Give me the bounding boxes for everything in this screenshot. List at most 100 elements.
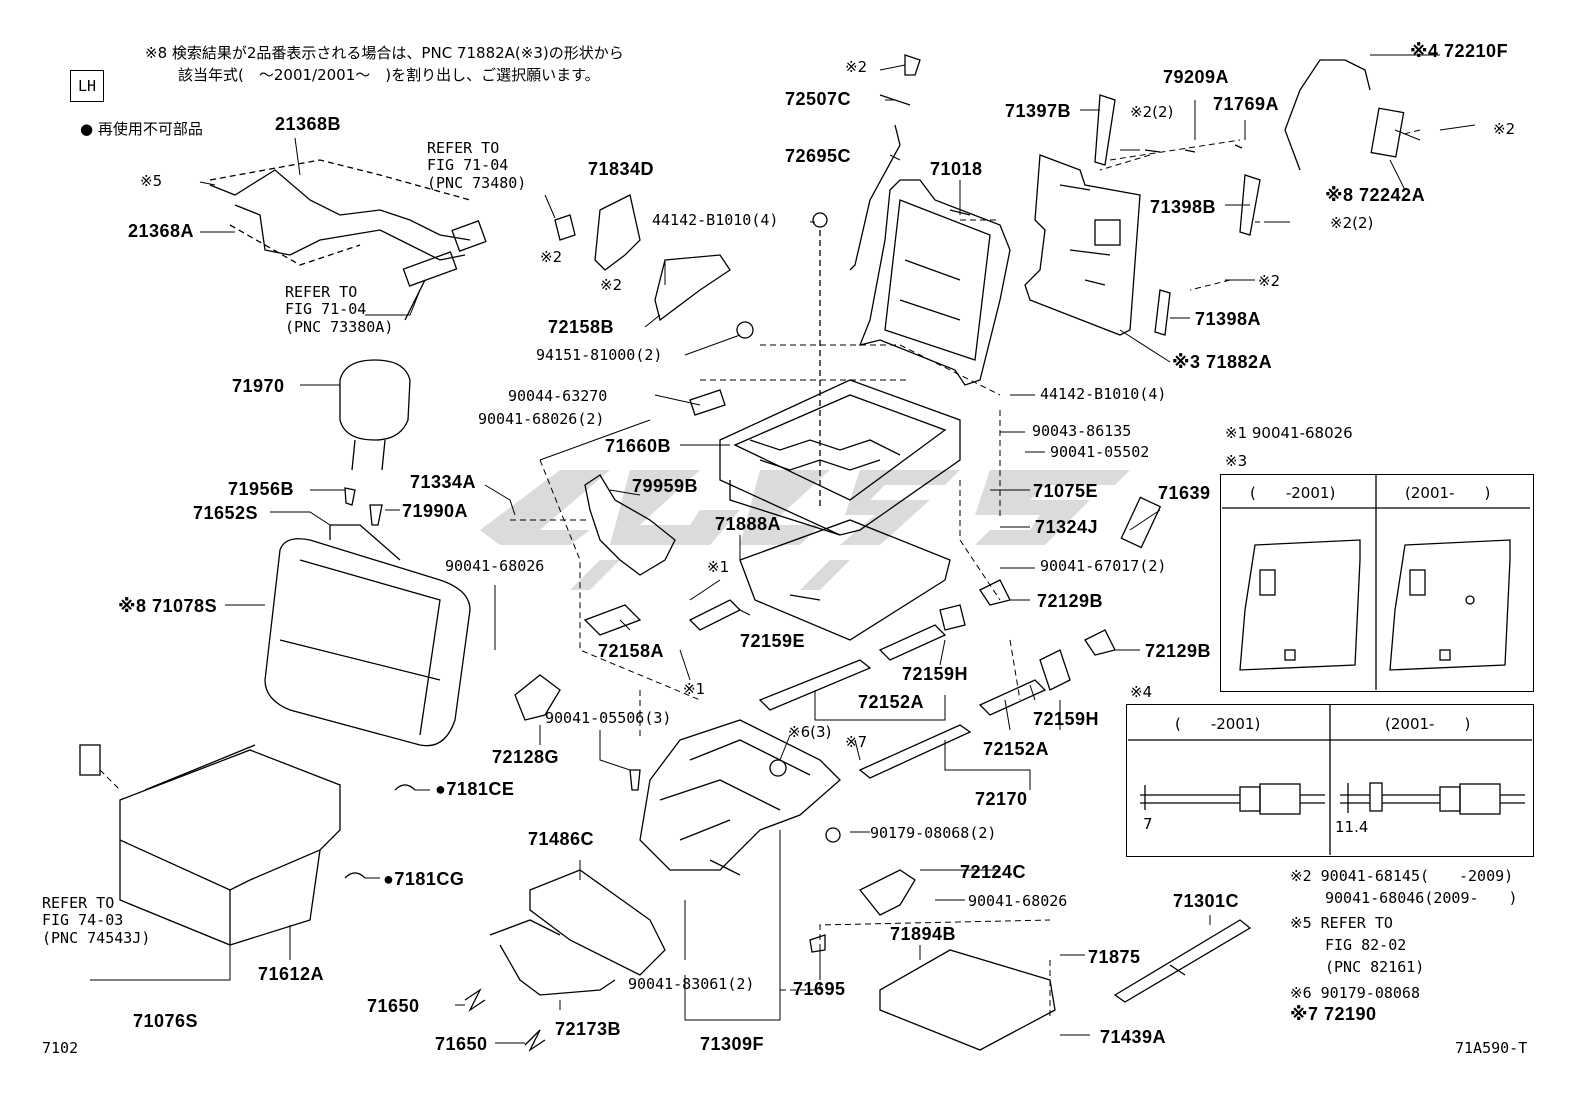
part-label[interactable]: 90041-68026(2)	[478, 410, 605, 428]
part-label[interactable]: 72128G	[492, 747, 560, 767]
part-label[interactable]: 71612A	[258, 964, 325, 984]
part-label[interactable]: 72158B	[548, 317, 615, 337]
part-label[interactable]: 44142-B1010(4)	[652, 211, 779, 229]
bracket-71695	[809, 934, 826, 953]
part-label[interactable]: 72159H	[1033, 709, 1100, 729]
part-label[interactable]: 79959B	[632, 476, 699, 496]
part-label[interactable]: 71397B	[1005, 101, 1072, 121]
part-label[interactable]: ●7181CE	[435, 779, 515, 799]
legend-box-72210F	[1126, 704, 1534, 857]
part-label[interactable]: 21368A	[128, 221, 195, 241]
part-label[interactable]: 71652S	[193, 503, 259, 523]
part-label[interactable]: 90043-86135	[1032, 422, 1132, 440]
seat-frame-71660B	[689, 379, 961, 536]
part-label[interactable]: 71695	[793, 979, 846, 999]
note-ref: ※2(2)	[1330, 214, 1374, 232]
part-label[interactable]: 72159E	[740, 631, 806, 651]
note-ref: ※2	[1493, 120, 1516, 138]
part-label[interactable]: 71639	[1158, 483, 1211, 503]
part-label[interactable]: 44142-B1010(4)	[1040, 385, 1167, 403]
part-label[interactable]: 71309F	[700, 1034, 765, 1054]
part-label[interactable]: 71875	[1088, 947, 1141, 967]
part-label[interactable]: 90041-68026	[968, 892, 1068, 910]
hook-7181CE	[394, 784, 416, 791]
ref-line: (PNC 74543J)	[42, 928, 151, 947]
seatback-cover-71078S	[264, 524, 471, 747]
part-label[interactable]: 71834D	[588, 159, 655, 179]
legend-dim: 11.4	[1335, 818, 1369, 836]
ref-line: FIG 71-04	[427, 156, 509, 175]
note8-line2: 該当年式( ～2001/2001～ )を割り出し、ご選択願います。	[178, 66, 600, 84]
part-label[interactable]: 72129B	[1037, 591, 1104, 611]
part-label[interactable]: 71301C	[1173, 891, 1240, 911]
part-label[interactable]: 71660B	[605, 436, 672, 456]
part-label[interactable]: 79209A	[1163, 67, 1230, 87]
seat-base-71309F	[629, 719, 841, 876]
seatbelt-harness-21368	[209, 159, 487, 321]
legend-box-71882A	[1220, 474, 1534, 692]
page-number: 7102	[42, 1039, 79, 1057]
part-label[interactable]: 21368B	[275, 114, 342, 134]
hook-7181CG	[344, 872, 366, 879]
part-label[interactable]: ※3 71882A	[1172, 352, 1273, 372]
legend-note2b: 90041-68046(2009- )	[1325, 889, 1518, 907]
part-label[interactable]: 72152A	[983, 739, 1050, 759]
note-ref: ※1	[683, 680, 706, 698]
part-label[interactable]: ●7181CG	[383, 869, 465, 889]
part-label[interactable]: 71398B	[1150, 197, 1217, 217]
part-label[interactable]: 90041-83061(2)	[628, 975, 755, 993]
part-label[interactable]: 71076S	[133, 1011, 199, 1031]
part-label[interactable]: 71894B	[890, 924, 957, 944]
part-label[interactable]: 71769A	[1213, 94, 1280, 114]
part-label[interactable]: 90044-63270	[508, 387, 608, 405]
part-label[interactable]: 90179-08068(2)	[870, 824, 997, 842]
part-label[interactable]: ※4 72210F	[1410, 41, 1509, 61]
part-label[interactable]: 90041-67017(2)	[1040, 557, 1167, 575]
bracket-72158A	[583, 604, 642, 636]
dashed-lines	[99, 129, 1421, 1020]
legend-note5c: (PNC 82161)	[1325, 958, 1425, 976]
part-label[interactable]: 71075E	[1033, 481, 1099, 501]
note-ref: ※7	[845, 733, 868, 751]
part-label[interactable]: 71486C	[528, 829, 595, 849]
part-label[interactable]: 71956B	[228, 479, 295, 499]
part-label[interactable]: 72158A	[598, 641, 665, 661]
part-label[interactable]: 71990A	[402, 501, 469, 521]
part-label[interactable]: 90041-68026	[445, 557, 545, 575]
part-label[interactable]: ※8 72242A	[1325, 185, 1426, 205]
part-label[interactable]: 72695C	[785, 146, 852, 166]
bracket-71639	[1120, 496, 1162, 549]
part-label[interactable]: 71650	[367, 996, 420, 1016]
part-label[interactable]: 72124C	[960, 862, 1027, 882]
part-label[interactable]: 71398A	[1195, 309, 1262, 329]
part-label[interactable]: 72173B	[555, 1019, 622, 1039]
part-label[interactable]: 72152A	[858, 692, 925, 712]
strap-71301C-detail	[1169, 964, 1186, 976]
part-label[interactable]: 71650	[435, 1034, 488, 1054]
part-label[interactable]: 72129B	[1145, 641, 1212, 661]
part-label[interactable]: 72170	[975, 789, 1028, 809]
part-71834D	[554, 194, 731, 322]
seat-rails	[758, 624, 1047, 779]
part-label[interactable]: 72507C	[785, 89, 852, 109]
part-label[interactable]: 71970	[232, 376, 285, 396]
part-label[interactable]: 72159H	[902, 664, 969, 684]
legend-col: ( -2001)	[1250, 484, 1336, 502]
legend-note5b: FIG 82-02	[1325, 936, 1407, 954]
part-label[interactable]: 71439A	[1100, 1027, 1167, 1047]
legend-dim: 7	[1143, 815, 1153, 833]
part-label[interactable]: 94151-81000(2)	[536, 346, 663, 364]
part-label[interactable]: 90041-05502	[1050, 443, 1150, 461]
part-label[interactable]: 71324J	[1035, 517, 1099, 537]
bracket-72159H	[1039, 649, 1071, 691]
cover-71486C	[529, 869, 666, 976]
watermark-logo	[480, 470, 1130, 590]
clip-72129B-b	[1084, 629, 1116, 656]
part-label[interactable]: 71334A	[410, 472, 477, 492]
part-label[interactable]: 90041-05506(3)	[545, 709, 672, 727]
part-label[interactable]: ※8 71078S	[118, 596, 218, 616]
part-label[interactable]: 71888A	[715, 514, 782, 534]
cable-72210F	[1284, 59, 1405, 171]
part-label[interactable]: 71018	[930, 159, 983, 179]
